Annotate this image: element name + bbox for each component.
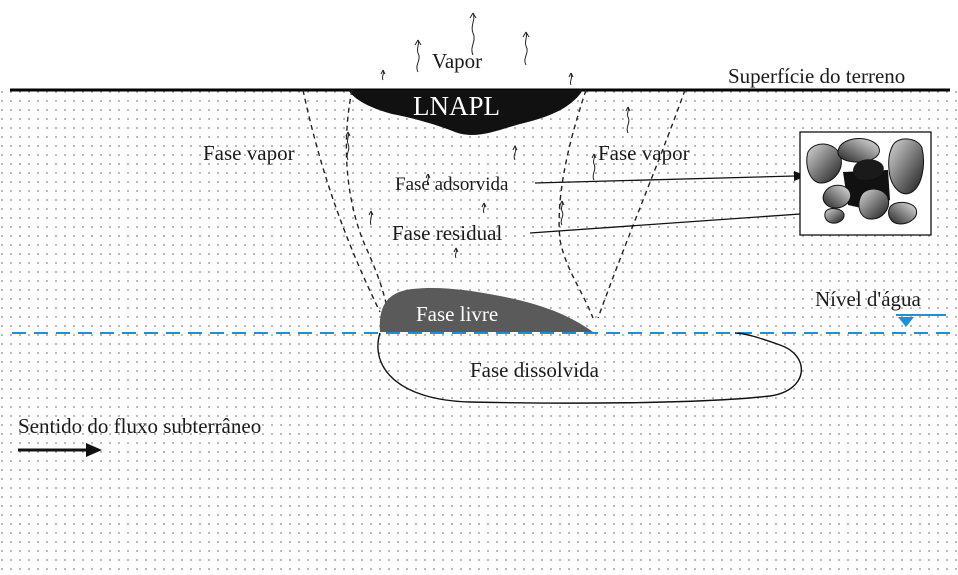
residual-phase-label: Fase residual <box>392 221 502 245</box>
flow-direction-label: Sentido do fluxo subterrâneo <box>18 414 261 438</box>
surface-label: Superfície do terreno <box>728 64 905 88</box>
lnapl-pool <box>348 90 583 135</box>
flow-direction-arrow <box>18 443 102 457</box>
vapor-label: Vapor <box>432 49 482 73</box>
vapor-phase-left-label: Fase vapor <box>203 141 295 165</box>
lnapl-label: LNAPL <box>413 91 500 121</box>
free-phase-lens <box>379 287 593 332</box>
soil-grain-inset <box>799 131 932 236</box>
vapor-plume-boundaries <box>302 89 686 319</box>
dissolved-phase-label: Fase dissolvida <box>470 358 600 382</box>
water-level-label: Nível d'água <box>815 287 922 311</box>
free-phase-label: Fase livre <box>416 302 498 326</box>
adsorbed-phase-label: Fase adsorvida <box>395 174 509 195</box>
vapor-phase-right-label: Fase vapor <box>598 141 690 165</box>
dissolved-plume-outline <box>377 332 803 404</box>
water-level-marker <box>896 314 946 327</box>
vapor-wisps <box>345 12 631 259</box>
